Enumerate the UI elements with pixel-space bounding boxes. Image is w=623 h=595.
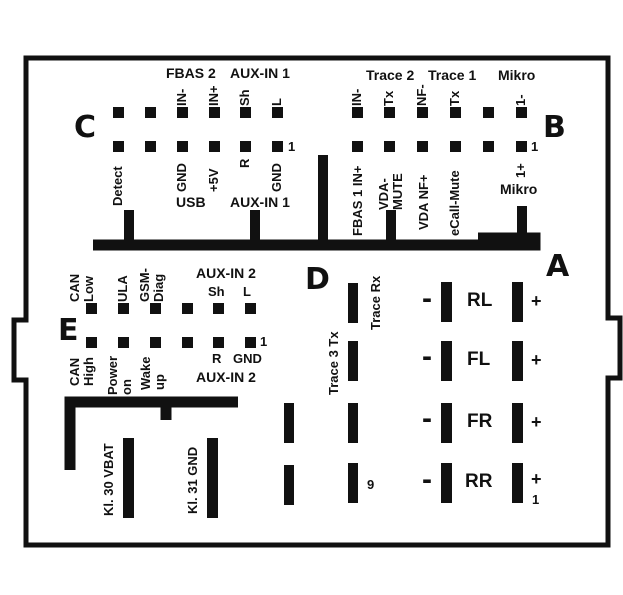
group-mikro: Mikro: [500, 181, 538, 197]
pin-power-on: Power on: [105, 355, 134, 395]
speaker-rr-label: RR: [465, 471, 493, 492]
speaker-fl-minus: -: [422, 340, 432, 373]
pin-vda-nf: VDA NF+: [416, 174, 431, 231]
pin-ecall-mute: eCall-Mute: [447, 170, 462, 236]
connector-outline: [11, 55, 623, 548]
pin-r: R: [237, 158, 252, 168]
contact-d-1: [348, 283, 358, 323]
speaker-rr-minus: -: [422, 463, 432, 496]
group-usb: USB: [176, 194, 206, 210]
pin-sh-e: Sh: [208, 284, 225, 299]
pin-9: 9: [367, 477, 375, 492]
label-trace-rx: Trace Rx: [368, 275, 383, 330]
label-trace1: Trace 1: [428, 67, 477, 83]
label-fbas2: FBAS 2: [166, 65, 216, 81]
bar-tab-mikro: [517, 206, 527, 246]
label-trace2: Trace 2: [366, 67, 415, 83]
speaker-rr-pin1: 1: [532, 492, 540, 507]
label-kl31: Kl. 31 GND: [185, 446, 200, 514]
kl30-contact: [123, 438, 134, 518]
contact-e-1: [284, 403, 294, 443]
pin-can-low: CAN Low: [67, 273, 96, 302]
speaker-rl-minus: -: [422, 282, 432, 315]
label-trace3-tx: Trace 3 Tx: [326, 331, 341, 395]
speaker-contacts: [441, 282, 523, 503]
section-d-label: D: [305, 262, 330, 297]
section-a-label: A: [546, 249, 570, 284]
pin-l: L: [269, 98, 284, 106]
pin-l-e: L: [243, 284, 251, 299]
pin-plus5v: +5V: [206, 168, 221, 193]
pin-fbas1-in: FBAS 1 IN+: [350, 165, 365, 236]
pin-one-plus: 1+: [513, 163, 528, 178]
bar-tab-aux: [250, 210, 260, 250]
pin-tx-b: Tx: [447, 90, 462, 106]
pins-lower-row: [113, 141, 527, 152]
label-mikro-top: Mikro: [498, 67, 536, 83]
coding-bar-top: [93, 232, 541, 251]
pin-in-minus: IN-: [174, 88, 189, 106]
pin-ula: ULA: [115, 275, 130, 302]
group-auxin1: AUX-IN 1: [230, 194, 290, 210]
speaker-fr-plus: +: [531, 412, 542, 432]
contact-e-2: [284, 465, 294, 505]
pin-1-e: 1: [260, 334, 268, 349]
speaker-rr-plus: +: [531, 469, 542, 489]
label-auxin1-top: AUX-IN 1: [230, 65, 290, 81]
section-b-label: B: [543, 110, 566, 145]
speaker-fl-label: FL: [467, 349, 491, 370]
speaker-rl-plus: +: [531, 291, 542, 311]
pins-section-e: [86, 303, 256, 348]
pin-tx: Tx: [381, 90, 396, 106]
contact-d-4: [348, 463, 358, 503]
label-auxin2-bottom: AUX-IN 2: [196, 369, 256, 385]
label-auxin2-top: AUX-IN 2: [196, 265, 256, 281]
pin-in-plus: IN+: [206, 85, 221, 106]
section-e-label: E: [58, 313, 79, 348]
pin-gnd: GND: [174, 163, 189, 192]
pin-nf-minus: NF-: [414, 84, 429, 106]
pin-gsm-diag: GSM- Diag: [137, 268, 166, 302]
kl31-contact: [207, 438, 218, 518]
pin-can-high: CAN High: [67, 357, 96, 386]
label-kl30: Kl. 30 VBAT: [101, 443, 116, 516]
speaker-fr-label: FR: [467, 411, 493, 432]
power-coding-bar: [64, 396, 238, 470]
speaker-rl-label: RL: [467, 290, 493, 311]
pin-detect: Detect: [110, 166, 125, 206]
pin-in-minus-b: IN-: [349, 88, 364, 106]
pin-1-c: 1: [288, 139, 296, 154]
bar-tab-vda: [386, 210, 396, 250]
bar-tab-mid: [318, 155, 328, 250]
pin-gnd-b: GND: [269, 163, 284, 192]
pin-1-b: 1: [531, 139, 539, 154]
speaker-fl-plus: +: [531, 350, 542, 370]
bar-tab-detect: [124, 210, 134, 250]
pins-upper-row: [113, 107, 527, 118]
contact-d-2: [348, 341, 358, 381]
pin-sh: Sh: [237, 89, 252, 106]
pin-one-minus: 1-: [513, 94, 528, 106]
contact-d-3: [348, 403, 358, 443]
pin-gnd-e: GND: [233, 351, 262, 366]
section-c-label: C: [74, 110, 97, 145]
pin-vda-mute: VDA- MUTE: [376, 173, 405, 210]
pin-wake-up: Wake up: [138, 356, 167, 390]
speaker-fr-minus: -: [422, 402, 432, 435]
pin-r-e: R: [212, 351, 222, 366]
